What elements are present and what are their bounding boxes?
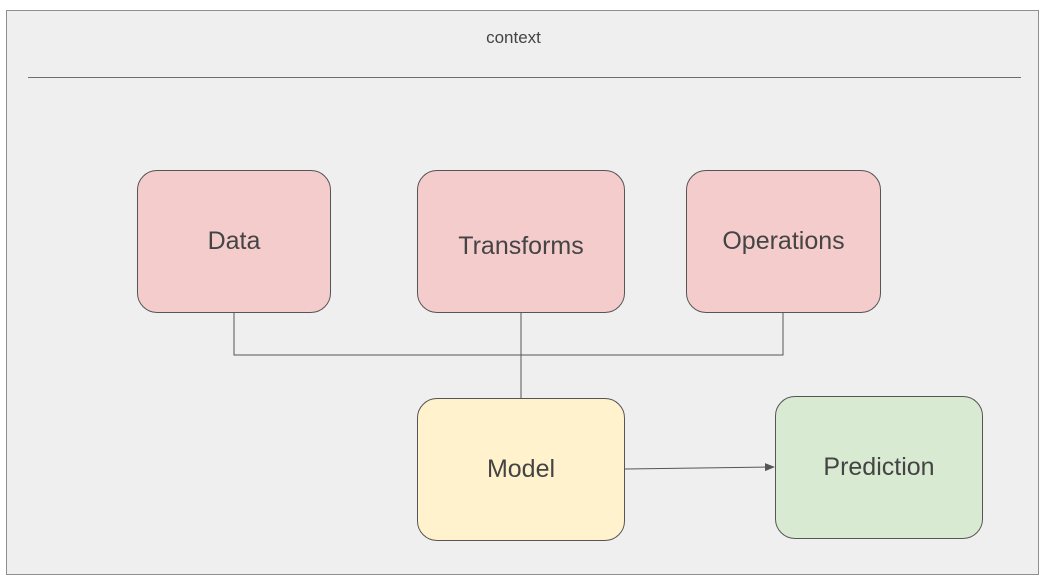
context-divider	[28, 77, 1021, 78]
model-node[interactable]: Model	[417, 398, 625, 541]
edge-data-to-model	[233, 313, 521, 356]
edge-model-to-prediction	[624, 463, 775, 472]
data-node[interactable]: Data	[137, 170, 331, 313]
data-node-label: Data	[207, 227, 261, 255]
prediction-node[interactable]: Prediction	[775, 396, 983, 539]
operations-node-label: Operations	[722, 227, 845, 255]
prediction-node-label: Prediction	[823, 453, 935, 481]
transforms-node-label: Transforms	[458, 232, 584, 260]
operations-node[interactable]: Operations	[686, 170, 881, 313]
transforms-node[interactable]: Transforms	[417, 170, 625, 313]
context-title: context	[486, 28, 541, 47]
edge-operations-to-model	[521, 313, 784, 356]
model-node-label: Model	[486, 455, 556, 483]
